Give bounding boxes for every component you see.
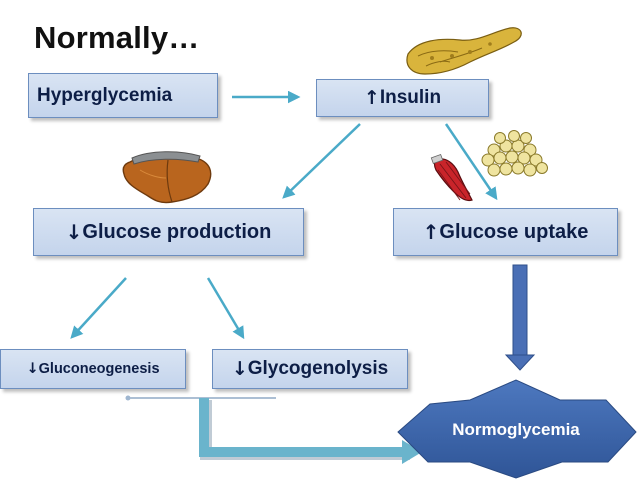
glucose-uptake-label: Glucose uptake xyxy=(439,220,589,243)
down-arrow-icon: ↓ xyxy=(65,220,83,244)
bent-arrow xyxy=(199,398,422,464)
glycogenolysis-box: ↓ Glycogenolysis xyxy=(212,349,408,389)
glucose-uptake-box: ↑ Glucose uptake xyxy=(393,208,618,256)
page-title: Normally… xyxy=(34,20,200,55)
connector-production-gluconeogenesis xyxy=(70,277,127,339)
up-arrow-icon: ↑ xyxy=(363,87,380,109)
hyperglycemia-box: Hyperglycemia xyxy=(28,73,218,118)
connector-production-glycogenolysis xyxy=(206,277,245,340)
liver-icon xyxy=(122,151,212,204)
glucose-production-label: Glucose production xyxy=(82,220,272,243)
pancreas-icon xyxy=(406,27,522,75)
gluconeogenesis-label: Gluconeogenesis xyxy=(38,361,160,377)
down-arrow-icon: ↓ xyxy=(231,358,248,380)
gluconeogenesis-box: ↓ Gluconeogenesis xyxy=(0,349,186,389)
up-arrow-icon: ↑ xyxy=(422,220,440,244)
insulin-box: ↑ Insulin xyxy=(316,79,489,117)
insulin-label: Insulin xyxy=(379,87,442,108)
hyperglycemia-label: Hyperglycemia xyxy=(37,84,173,106)
connector-insulin-production xyxy=(282,123,361,199)
down-block-arrow xyxy=(504,264,536,371)
glycogenolysis-label: Glycogenolysis xyxy=(247,358,389,379)
glucose-production-box: ↓ Glucose production xyxy=(33,208,304,256)
muscle-icon xyxy=(430,153,473,202)
down-arrow-icon: ↓ xyxy=(26,361,39,377)
connector-insulin-uptake xyxy=(444,123,498,201)
normoglycemia-label: Normoglycemia xyxy=(452,420,580,439)
fat-cells-icon xyxy=(481,130,548,177)
normoglycemia-shape xyxy=(397,379,637,479)
